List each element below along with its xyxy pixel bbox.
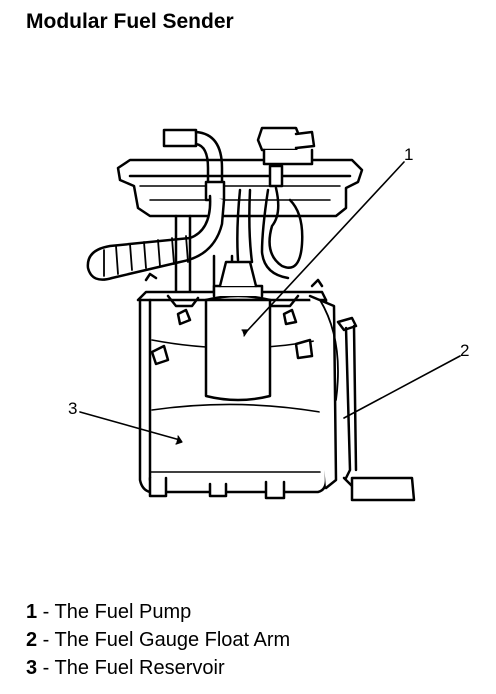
legend-number-3: 3	[26, 657, 38, 679]
legend-separator-1: -	[37, 601, 55, 623]
fuel-outlet-pipe	[162, 128, 226, 202]
leader-line-2	[343, 355, 461, 419]
legend-item-2: 2 - The Fuel Gauge Float Arm	[26, 626, 290, 654]
leader-line-3	[79, 411, 181, 441]
leader-line-1	[247, 161, 405, 331]
legend-label-1: The Fuel Pump	[54, 601, 192, 623]
legend-separator-2: -	[37, 629, 55, 651]
wire-harness	[236, 186, 304, 280]
fuel-sender-illustration: 1 2 3	[68, 126, 469, 502]
leader-lines	[79, 161, 461, 445]
fuel-gauge-float-arm	[308, 278, 416, 502]
callout-number-2: 2	[460, 341, 469, 360]
legend-label-2: The Fuel Gauge Float Arm	[54, 629, 291, 651]
electrical-connector	[256, 126, 316, 188]
legend-label-3: The Fuel Reservoir	[54, 657, 225, 679]
diagram-title: Modular Fuel Sender	[26, 10, 234, 33]
legend-item-3: 3 - The Fuel Reservoir	[26, 654, 290, 682]
sender-flange	[116, 158, 364, 218]
callout-number-1: 1	[404, 145, 413, 164]
legend-item-1: 1 - The Fuel Pump	[26, 598, 290, 626]
legend-separator-3: -	[37, 657, 55, 679]
legend-number-1: 1	[26, 601, 38, 623]
legend-number-2: 2	[26, 629, 38, 651]
callout-legend: 1 - The Fuel Pump 2 - The Fuel Gauge Flo…	[26, 598, 290, 682]
callout-number-3: 3	[68, 399, 77, 418]
fuel-pump	[166, 260, 300, 402]
